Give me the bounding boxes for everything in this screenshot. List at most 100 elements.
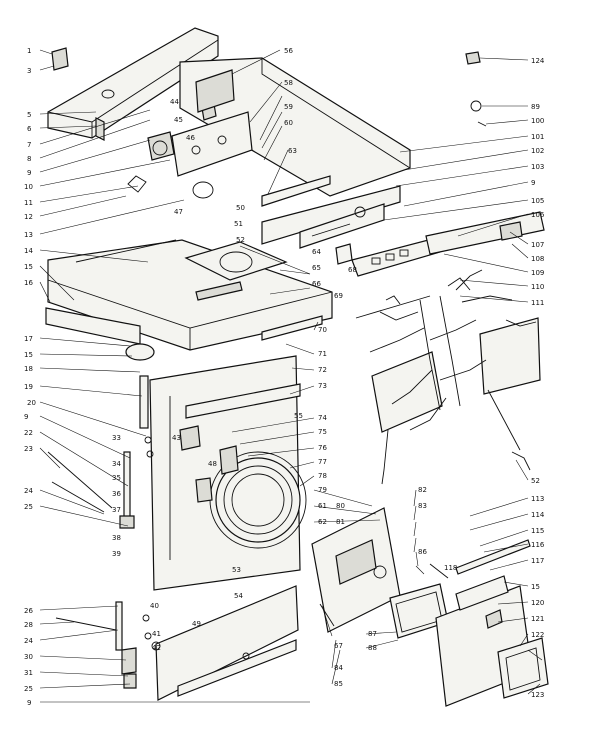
callout: 15: [531, 583, 540, 591]
callout: 26: [24, 607, 33, 615]
callout: 49: [192, 620, 201, 628]
callout: 12: [24, 213, 33, 221]
callout: 54: [234, 592, 243, 600]
console-housing: [47, 27, 219, 141]
callout: 102: [531, 147, 544, 155]
callout: 15: [24, 263, 33, 271]
callout: 79: [318, 486, 327, 494]
callout: 5: [27, 111, 31, 119]
callout: 40: [150, 602, 159, 610]
callout: 9: [27, 169, 31, 177]
callout: 61: [318, 502, 327, 510]
callout: 113: [531, 495, 544, 503]
top-rail: [45, 307, 323, 361]
callout: 52: [531, 477, 540, 485]
callout: 1: [27, 47, 31, 55]
callout: 76: [318, 444, 327, 452]
callout: 110: [531, 283, 544, 291]
callout: 118: [444, 564, 457, 572]
callout: 120: [531, 599, 544, 607]
callout: 84: [334, 664, 343, 672]
callout: 16: [24, 279, 33, 287]
door-rod: [47, 451, 113, 513]
callout: 42: [152, 644, 161, 652]
callout: 100: [531, 117, 544, 125]
callout: 60: [284, 119, 293, 127]
callout: 28: [24, 621, 33, 629]
handle-rail: [429, 539, 531, 579]
callout: 18: [24, 365, 33, 373]
callout: 9: [531, 179, 535, 187]
callout: 25: [24, 503, 33, 511]
callout: 66: [312, 280, 321, 288]
callout: 74: [318, 414, 327, 422]
leader-lines: [39, 49, 543, 703]
callout: 123: [531, 691, 544, 699]
callout: 106: [531, 211, 545, 219]
callout: 52: [236, 236, 245, 244]
callout: 109: [531, 269, 544, 277]
callout: 13: [24, 231, 33, 239]
callout: 46: [186, 134, 195, 142]
callout: 24: [24, 487, 33, 495]
callout: 19: [24, 383, 33, 391]
callout: 3: [27, 67, 31, 75]
callout: 58: [284, 79, 293, 87]
callout: 51: [234, 220, 243, 228]
callout: 69: [334, 292, 343, 300]
callout: 33: [112, 434, 121, 442]
callout: 89: [531, 103, 540, 111]
callout: 70: [318, 326, 327, 334]
callout: 111: [531, 299, 544, 307]
callout: 9: [27, 699, 31, 707]
callout: 24: [24, 637, 33, 645]
cabinet-front: [149, 355, 307, 591]
callout: 48: [208, 460, 217, 468]
callout: 114: [531, 511, 545, 519]
callout: 81: [336, 518, 345, 526]
callout: 59: [284, 103, 293, 111]
callout: 107: [531, 241, 544, 249]
callout: 80: [336, 502, 345, 510]
callout: 37: [112, 506, 121, 514]
callout: 39: [112, 550, 121, 558]
callout: 75: [318, 428, 327, 436]
callout: 105: [531, 197, 544, 205]
callout: 35: [112, 474, 121, 482]
callout: 62: [318, 518, 327, 526]
callout: 38: [112, 534, 121, 542]
timer-bracket: [127, 69, 253, 199]
callout: 10: [24, 183, 33, 191]
callout: 34: [112, 460, 121, 468]
callout: 64: [312, 248, 321, 256]
callout: 17: [24, 335, 33, 343]
callout: 68: [348, 266, 357, 274]
door-strike: [119, 375, 154, 529]
top-panel: [179, 57, 411, 197]
callout: 108: [531, 255, 544, 263]
callout: 25: [24, 685, 33, 693]
callout: 63: [288, 147, 297, 155]
callout: 122: [531, 631, 544, 639]
callout: 15: [24, 351, 33, 359]
callout: 53: [232, 566, 241, 574]
callout: 6: [27, 125, 32, 133]
callout: 11: [24, 199, 33, 207]
loose-parts: [51, 47, 487, 127]
callout: 65: [312, 264, 321, 272]
callout: 77: [318, 458, 327, 466]
callout: 41: [152, 630, 161, 638]
callout: 50: [236, 204, 245, 212]
callout: 116: [531, 541, 545, 549]
callout: 72: [318, 366, 327, 374]
door-outer: [435, 575, 549, 707]
callout: 45: [174, 116, 183, 124]
callout: 101: [531, 133, 544, 141]
callout: 117: [531, 557, 544, 565]
callout: 43: [172, 434, 181, 442]
callout: 55: [294, 412, 303, 420]
callout: 78: [318, 472, 327, 480]
callout: 82: [418, 486, 427, 494]
callout: 23: [24, 445, 33, 453]
callout: 124: [531, 57, 545, 65]
